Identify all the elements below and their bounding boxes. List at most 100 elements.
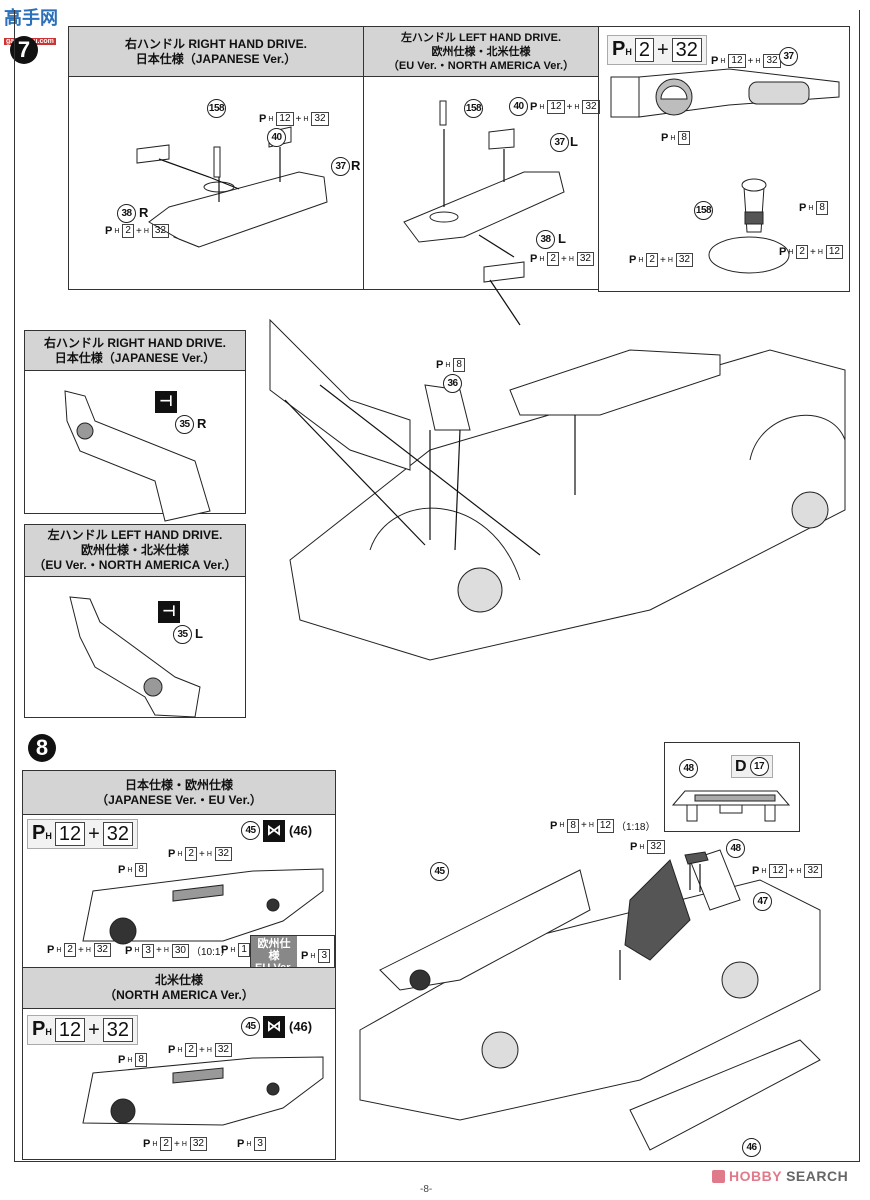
alt-part-label: (46)	[289, 1019, 313, 1034]
hobbysearch-watermark: HOBBY SEARCH	[712, 1168, 848, 1184]
part-38R-label: 38	[117, 204, 136, 223]
rhd-firewall-header: 右ハンドル RIGHT HAND DRIVE. 日本仕様（JAPANESE Ve…	[25, 331, 245, 371]
step-7-frame	[14, 10, 860, 722]
decal-callout: D 17	[731, 755, 773, 778]
step-8-frame	[14, 722, 860, 1162]
console-body	[169, 172, 327, 247]
header-line: 左ハンドル LEFT HAND DRIVE.	[400, 31, 562, 44]
armrest-pad	[749, 82, 809, 104]
header-line: 右ハンドル RIGHT HAND DRIVE.	[124, 36, 307, 51]
part-48-label: 48	[679, 759, 698, 778]
lhd-firewall-panel: 左ハンドル LEFT HAND DRIVE. 欧州仕様・北米仕様 （EU Ver…	[24, 524, 246, 718]
chassis-floor	[290, 350, 845, 660]
part-45-label: 45	[430, 862, 449, 881]
body-floor	[360, 880, 820, 1120]
header-line: （EU Ver.・NORTH AMERICA Ver.）	[387, 59, 575, 72]
decal-sheet: D	[735, 757, 747, 775]
lhd-console-header: 左ハンドル LEFT HAND DRIVE. 欧州仕様・北米仕様 （EU Ver…	[364, 27, 598, 77]
header-line: 日本仕様（JAPANESE Ver.）	[54, 350, 216, 365]
step-7-chassis-drawing	[230, 290, 850, 720]
hobbysearch-logo-icon	[712, 1169, 725, 1183]
clear-part-icon: ⋈	[263, 1016, 285, 1038]
part-158-label: 158	[694, 201, 713, 220]
lhd-firewall-header: 左ハンドル LEFT HAND DRIVE. 欧州仕様・北米仕様 （EU Ver…	[25, 525, 245, 577]
part-side-letter: R	[351, 158, 361, 173]
header-line: 日本仕様（JAPANESE Ver.）	[135, 51, 297, 66]
mirror-part-icon: ⊣	[158, 601, 180, 623]
shifter-stem	[214, 147, 220, 177]
header-line: （EU Ver.・NORTH AMERICA Ver.）	[33, 558, 237, 572]
console-detail-drawing	[599, 27, 851, 293]
part-45-label: 45	[241, 1017, 260, 1036]
decal-number: 17	[749, 757, 769, 776]
rear-deck-47	[690, 850, 740, 910]
part-37R-label: 37	[331, 157, 350, 176]
part-35R-label: 35	[175, 415, 194, 434]
clear-part-icon: ⋈	[263, 820, 285, 842]
shifter-base-detail	[709, 237, 789, 273]
door-panel-46	[630, 1040, 820, 1150]
part-46-label: 46	[742, 1138, 761, 1157]
header-line: 北米仕様	[154, 973, 203, 987]
part-37-label: 37	[779, 47, 798, 66]
door-panel-45	[380, 870, 590, 990]
rhd-firewall-panel: 右ハンドル RIGHT HAND DRIVE. 日本仕様（JAPANESE Ve…	[24, 330, 246, 514]
step-8-number: 8	[28, 734, 56, 762]
part-38L-label: 38	[536, 230, 555, 249]
watermark-brand: HOBBY	[729, 1168, 783, 1184]
part-45-label: 45	[241, 821, 260, 840]
spoiler-detail-panel: 48 D 17	[664, 742, 800, 832]
part-side-letter: L	[195, 626, 203, 641]
part-48-label: 48	[726, 839, 745, 858]
header-line: （NORTH AMERICA Ver.）	[104, 988, 254, 1002]
part-35L-label: 35	[173, 625, 192, 644]
console-front	[611, 77, 639, 117]
alt-part-label: (46)	[289, 823, 313, 838]
part-47-label: 47	[753, 892, 772, 911]
firewall-drawing	[270, 320, 410, 470]
rhd-console-header: 右ハンドル RIGHT HAND DRIVE. 日本仕様（JAPANESE Ve…	[69, 27, 363, 77]
bracket-38	[137, 145, 169, 163]
console-in-place	[510, 350, 720, 415]
watermark-title: 高手网	[4, 8, 58, 28]
na-door-header: 北米仕様 （NORTH AMERICA Ver.）	[23, 967, 335, 1009]
part-side-letter: L	[558, 231, 566, 246]
header-line: （JAPANESE Ver.・EU Ver.）	[96, 792, 262, 807]
part-158-label: 158	[207, 99, 226, 118]
part-side-letter: R	[139, 205, 149, 220]
eu-badge-line: 欧州仕様	[257, 938, 291, 962]
spoiler-drawing	[665, 743, 801, 833]
jp-eu-door-header: 日本仕様・欧州仕様 （JAPANESE Ver.・EU Ver.）	[23, 771, 335, 815]
lhd-console-drawing	[364, 77, 600, 291]
part-37L-label: 37	[550, 133, 569, 152]
header-line: 日本仕様・欧州仕様	[124, 777, 233, 792]
header-line: 欧州仕様・北米仕様	[431, 45, 531, 58]
na-door-drawing	[23, 1053, 337, 1133]
part-40-label: 40	[509, 97, 528, 116]
header-line: 欧州仕様・北米仕様	[80, 543, 189, 557]
rhd-firewall-drawing	[25, 371, 247, 515]
seat-back	[625, 860, 690, 960]
